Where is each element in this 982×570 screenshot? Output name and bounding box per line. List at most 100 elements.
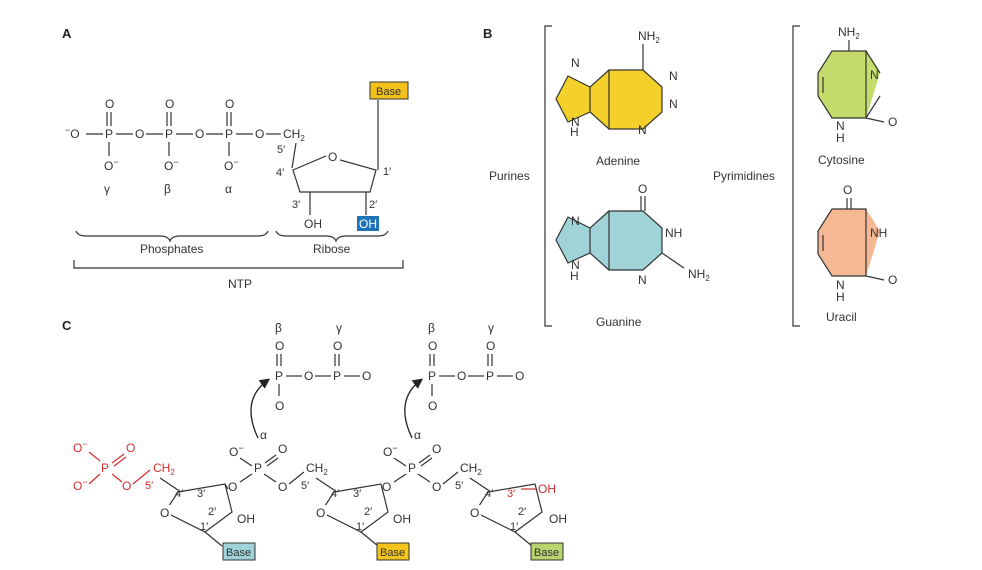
svg-text:Base: Base (534, 547, 559, 559)
base-box-a (369, 81, 409, 100)
pyrophosphate-1: β γ O P O P O O O α (250, 321, 371, 442)
svg-text:1′: 1′ (383, 166, 391, 178)
sugar-1: O 4′ 3′ 2′ 1′ OH Base (159, 477, 256, 561)
svg-text:O: O (432, 480, 441, 494)
svg-text:3′: 3′ (507, 488, 515, 500)
svg-text:N: N (669, 69, 678, 83)
svg-text:OH: OH (549, 512, 567, 526)
svg-text:O: O (278, 442, 287, 456)
svg-text:5′: 5′ (277, 144, 285, 156)
cytosine-structure: NH2 N N H O Cytosine (817, 25, 897, 167)
svg-text:O: O (225, 97, 234, 111)
svg-text:β: β (428, 321, 435, 335)
guanine-structure: O NH NH2 N N N H Guanine (555, 182, 710, 329)
svg-text:OH: OH (237, 512, 255, 526)
svg-text:O−: O− (73, 477, 88, 493)
svg-text:O: O (160, 506, 169, 520)
svg-text:NH2: NH2 (838, 25, 860, 41)
svg-text:4′: 4′ (276, 167, 284, 179)
svg-text:N: N (638, 273, 647, 287)
svg-text:N: N (836, 119, 845, 133)
svg-text:O: O (843, 183, 852, 197)
svg-text:O−: O− (73, 439, 88, 455)
pyrophosphate-2: β γ O P O P O O O α (404, 321, 524, 442)
pyrimidines-label: Pyrimidines (713, 169, 775, 183)
phosphate-chain: −O P O P O P O CH2 O O O O− O− O− γ β α (65, 97, 305, 196)
guanine-label: Guanine (596, 315, 642, 329)
svg-text:3′: 3′ (197, 488, 205, 500)
svg-text:O: O (432, 442, 441, 456)
panel-b: B Purines Pyrimidines NH2 N N N N H N Ad… (483, 25, 897, 329)
base-box-c1 (222, 542, 256, 561)
svg-text:5′: 5′ (455, 480, 463, 492)
svg-text:NH: NH (665, 226, 682, 240)
svg-text:4′: 4′ (331, 488, 339, 500)
panel-a-label: A (62, 26, 72, 41)
pyrimidines-bracket (792, 25, 800, 327)
svg-text:4′: 4′ (175, 488, 183, 500)
svg-text:2′: 2′ (369, 199, 377, 211)
svg-text:O: O (122, 479, 131, 493)
svg-text:O: O (470, 506, 479, 520)
svg-text:O: O (275, 339, 284, 353)
svg-text:N: N (571, 258, 580, 272)
svg-text:CH2: CH2 (306, 461, 328, 477)
svg-text:O−: O− (224, 157, 239, 173)
svg-text:5′: 5′ (145, 480, 153, 492)
svg-text:OH: OH (393, 512, 411, 526)
phosphates-label: Phosphates (140, 242, 203, 256)
svg-text:CH2: CH2 (153, 461, 175, 477)
svg-text:2′: 2′ (208, 506, 216, 518)
svg-text:3′: 3′ (292, 199, 300, 211)
adenine-structure: NH2 N N N N H N Adenine (555, 29, 678, 168)
svg-text:O: O (275, 399, 284, 413)
svg-text:O: O (278, 480, 287, 494)
svg-text:O: O (135, 127, 144, 141)
ribose-ring: 5′ O 4′ 1′ 3′ 2′ OH OH Base (276, 81, 409, 231)
svg-text:O: O (457, 369, 466, 383)
oh-highlight-box (357, 216, 379, 231)
uracil-structure: O NH O N H Uracil (817, 183, 897, 324)
svg-text:4′: 4′ (485, 488, 493, 500)
svg-text:O: O (228, 480, 237, 494)
hydroxyl-2prime: OH (359, 217, 377, 231)
svg-text:O: O (165, 97, 174, 111)
ribose-label: Ribose (313, 242, 351, 256)
svg-text:O: O (316, 506, 325, 520)
svg-text:γ: γ (488, 321, 494, 335)
svg-text:N: N (571, 115, 580, 129)
svg-text:N: N (669, 97, 678, 111)
svg-text:3′: 3′ (353, 488, 361, 500)
sugar-3: O 4′ 3′ OH 2′ 1′ OH Base (469, 477, 567, 561)
panel-c-label: C (62, 318, 72, 333)
svg-text:N: N (836, 278, 845, 292)
base-box-c2 (376, 542, 410, 561)
svg-text:O: O (638, 182, 647, 196)
ch2-5prime: CH2 (283, 127, 305, 143)
svg-text:O: O (195, 127, 204, 141)
svg-text:P: P (254, 461, 262, 475)
svg-text:Base: Base (380, 547, 405, 559)
phosphorus-alpha: P (225, 127, 233, 141)
svg-text:O: O (486, 339, 495, 353)
svg-text:O: O (362, 369, 371, 383)
svg-text:O: O (515, 369, 524, 383)
svg-text:O: O (428, 399, 437, 413)
phosphorus-gamma: P (105, 127, 113, 141)
svg-text:P: P (101, 461, 109, 475)
svg-text:N: N (571, 56, 580, 70)
base-box-c3 (530, 542, 564, 561)
svg-text:O: O (105, 97, 114, 111)
svg-text:NH2: NH2 (688, 267, 710, 283)
alpha-label: α (225, 182, 232, 196)
svg-text:O: O (333, 339, 342, 353)
svg-text:α: α (260, 428, 267, 442)
purines-label: Purines (489, 169, 530, 183)
svg-text:O: O (126, 441, 135, 455)
svg-text:5′: 5′ (301, 480, 309, 492)
svg-text:P: P (333, 369, 341, 383)
svg-text:1′: 1′ (356, 521, 364, 533)
svg-text:P: P (428, 369, 436, 383)
svg-text:H: H (570, 269, 579, 283)
